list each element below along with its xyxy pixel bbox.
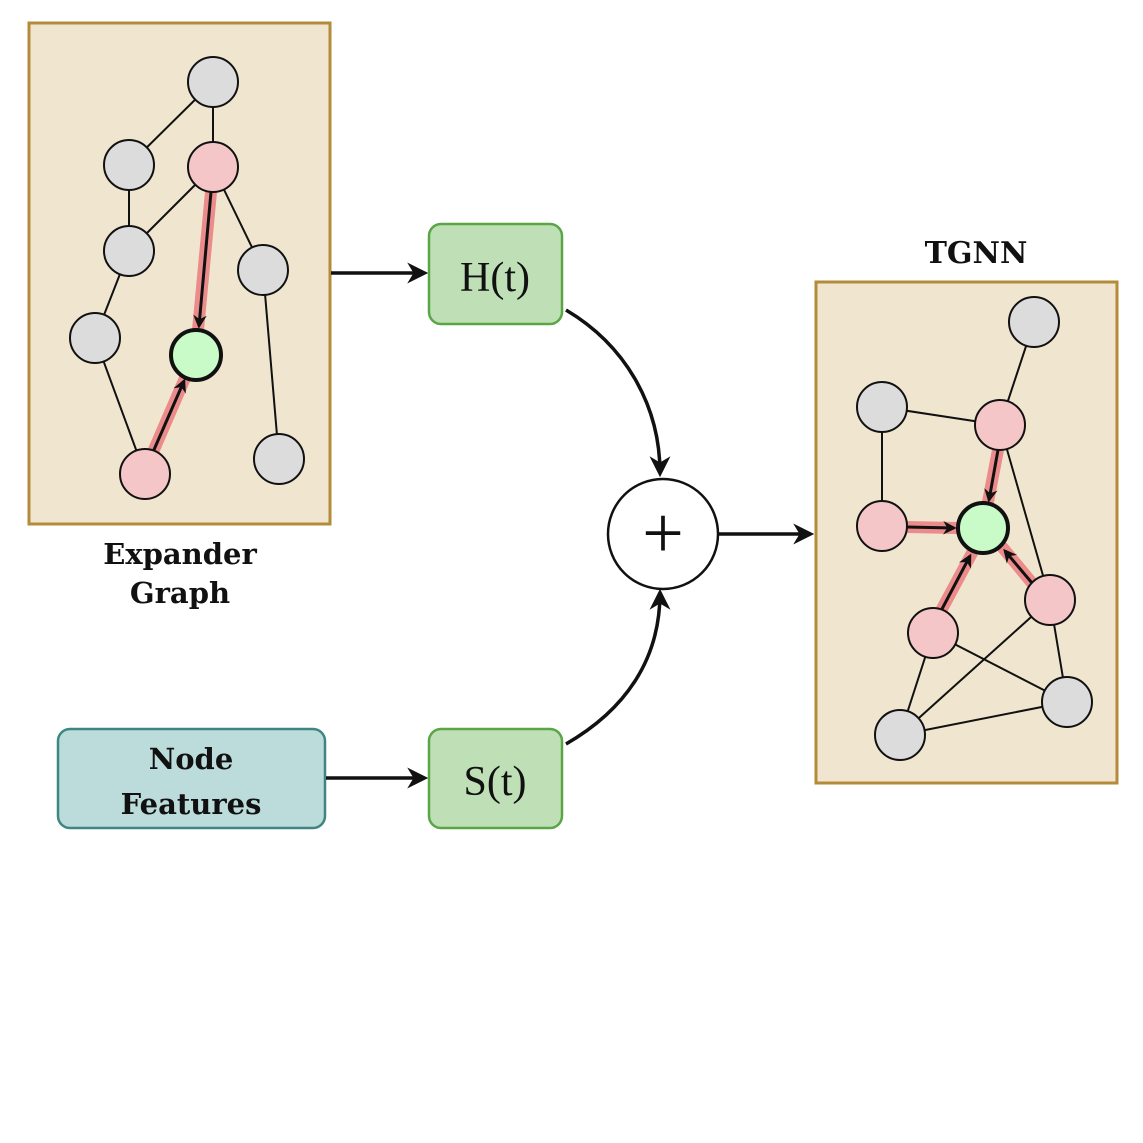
graph-node bbox=[253, 433, 305, 485]
expander-label-line2: Graph bbox=[130, 576, 230, 610]
graph-node bbox=[103, 225, 155, 277]
graph-node-neighbor bbox=[187, 141, 239, 193]
graph-node-target bbox=[956, 501, 1010, 555]
tgnn-panel bbox=[814, 280, 1119, 785]
graph-node bbox=[856, 381, 908, 433]
graph-edge bbox=[999, 424, 1051, 601]
message-arrow bbox=[1003, 548, 1034, 584]
graph-edge bbox=[262, 269, 280, 460]
arrow-s-to-sum bbox=[565, 588, 671, 746]
h-operator-box: H(t) bbox=[427, 222, 564, 326]
graph-node bbox=[69, 312, 121, 364]
graph-node-neighbor bbox=[1024, 574, 1076, 626]
message-arrow bbox=[905, 521, 957, 535]
graph-edge bbox=[899, 701, 1068, 736]
message-arrow bbox=[940, 553, 972, 610]
expander-graph-panel bbox=[27, 21, 332, 526]
graph-edge bbox=[899, 599, 1051, 736]
graph-node-neighbor bbox=[119, 448, 171, 500]
graph-node bbox=[187, 56, 239, 108]
graph-node-neighbor bbox=[974, 399, 1026, 451]
expander-label-line1: Expander bbox=[103, 537, 257, 571]
graph-node bbox=[874, 709, 926, 761]
graph-node-neighbor bbox=[907, 607, 959, 659]
arrow-h-to-sum bbox=[565, 308, 671, 478]
node-features-line2: Features bbox=[121, 787, 262, 821]
s-operator-label: S(t) bbox=[464, 759, 527, 805]
message-arrow bbox=[151, 378, 186, 453]
graph-node bbox=[237, 244, 289, 296]
tgnn-label: TGNN bbox=[925, 236, 1028, 271]
graph-node bbox=[1041, 676, 1093, 728]
graph-node-target bbox=[169, 328, 223, 382]
node-features-line1: Node bbox=[149, 742, 234, 776]
h-operator-label: H(t) bbox=[460, 255, 530, 301]
graph-node bbox=[103, 139, 155, 191]
node-features-box: Node Features bbox=[56, 727, 327, 830]
sum-operator: + bbox=[606, 477, 720, 591]
message-arrow bbox=[984, 449, 1000, 503]
s-operator-box: S(t) bbox=[427, 727, 564, 830]
graph-node-neighbor bbox=[856, 500, 908, 552]
plus-symbol: + bbox=[642, 493, 684, 575]
graph-node bbox=[1008, 296, 1060, 348]
message-arrow bbox=[193, 191, 213, 329]
